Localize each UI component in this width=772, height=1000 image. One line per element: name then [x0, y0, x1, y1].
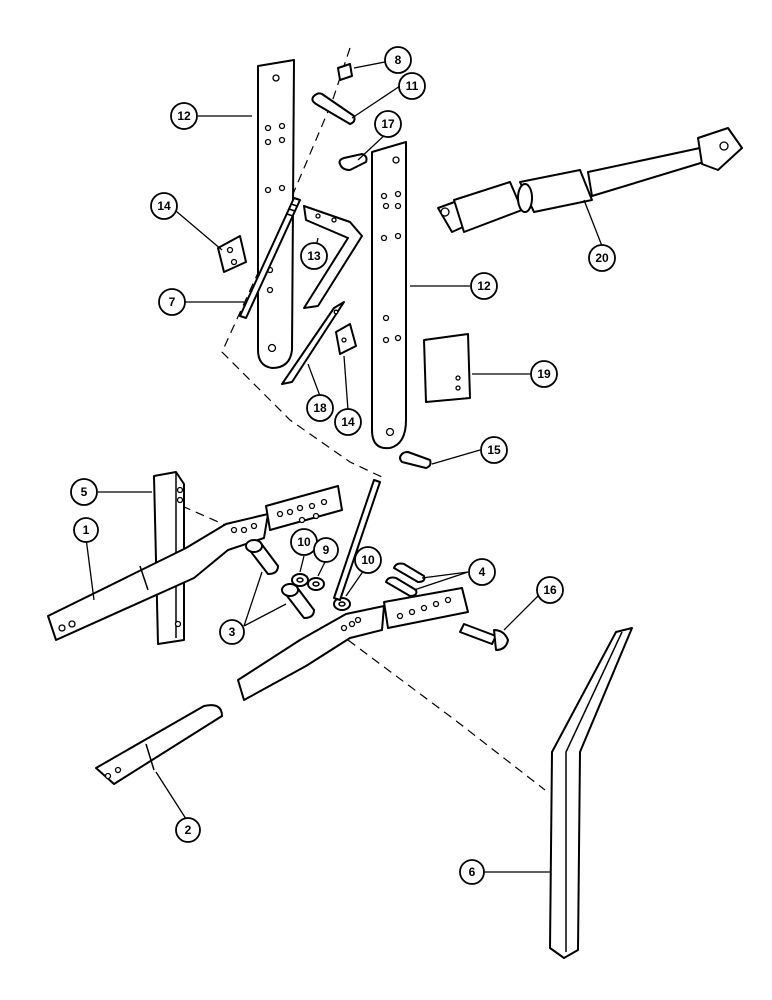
part-19-plate [423, 333, 471, 403]
part-14-small-plate-left [217, 235, 247, 273]
svg-text:2: 2 [185, 823, 192, 837]
callout-12-right: 12 [470, 272, 498, 300]
part-11-pin [311, 92, 356, 125]
callout-1: 1 [73, 517, 99, 543]
part-18-strap [281, 301, 345, 385]
part-20-hydraulic-cylinder [437, 127, 743, 233]
callout-7: 7 [158, 288, 186, 316]
part-10-washer-right [333, 597, 351, 611]
part-16-bolt [459, 623, 509, 651]
svg-text:14: 14 [341, 415, 355, 429]
callout-4: 4 [468, 558, 496, 586]
callout-6: 6 [459, 859, 485, 885]
callout-15: 15 [480, 436, 508, 464]
part-7-threaded-rod [239, 197, 301, 319]
svg-text:4: 4 [479, 565, 486, 579]
callout-13: 13 [300, 242, 328, 270]
svg-text:10: 10 [361, 553, 375, 567]
svg-text:8: 8 [395, 53, 402, 67]
svg-text:17: 17 [381, 117, 395, 131]
part-2-extension [95, 704, 223, 785]
svg-text:19: 19 [537, 367, 551, 381]
callout-3: 3 [219, 619, 245, 645]
callout-19: 19 [530, 360, 558, 388]
part-15-pin [399, 451, 432, 469]
part-13-angle-bracket [303, 205, 363, 309]
svg-text:3: 3 [229, 625, 236, 639]
svg-text:5: 5 [81, 485, 88, 499]
callout-18: 18 [306, 394, 334, 422]
part-9-washer [307, 577, 325, 591]
svg-text:11: 11 [406, 79, 419, 93]
svg-text:1: 1 [83, 523, 90, 537]
callout-11: 11 [398, 72, 426, 100]
callout-2: 2 [175, 817, 201, 843]
part-1-lower-arm [47, 485, 343, 641]
svg-text:15: 15 [487, 443, 501, 457]
part-3-bushings [245, 539, 315, 619]
svg-text:18: 18 [313, 401, 327, 415]
svg-text:10: 10 [297, 535, 311, 549]
right-lower-arm [237, 587, 469, 701]
svg-text:14: 14 [157, 199, 171, 213]
callout-17: 17 [374, 110, 402, 138]
callout-12-left: 12 [170, 102, 198, 130]
part-8-cap [337, 63, 353, 81]
svg-text:13: 13 [307, 249, 321, 263]
callout-20: 20 [588, 244, 616, 272]
alignment-line-upper [221, 47, 385, 479]
callout-10-right: 10 [354, 546, 382, 574]
svg-text:20: 20 [595, 251, 609, 265]
svg-text:12: 12 [177, 109, 191, 123]
lower-link-rod [333, 479, 381, 601]
callout-5: 5 [70, 478, 98, 506]
part-12-right-plate [371, 141, 407, 450]
callout-14-left: 14 [150, 192, 178, 220]
alignment-line-arm-to-link [347, 639, 546, 791]
part-14-small-plate-right [335, 323, 357, 355]
svg-text:12: 12 [477, 279, 491, 293]
part-6-link [549, 627, 633, 959]
callout-14-right: 14 [334, 408, 362, 436]
svg-text:9: 9 [323, 543, 330, 557]
part-4-bushings [385, 562, 426, 597]
svg-text:6: 6 [469, 865, 476, 879]
part-10-washer-left [291, 573, 309, 587]
callout-10-left: 10 [290, 528, 318, 556]
part-12-left-plate [257, 59, 295, 369]
callout-9: 9 [313, 537, 339, 563]
callout-16: 16 [536, 576, 564, 604]
svg-text:7: 7 [169, 295, 176, 309]
callout-8: 8 [384, 46, 412, 74]
svg-text:16: 16 [543, 583, 557, 597]
